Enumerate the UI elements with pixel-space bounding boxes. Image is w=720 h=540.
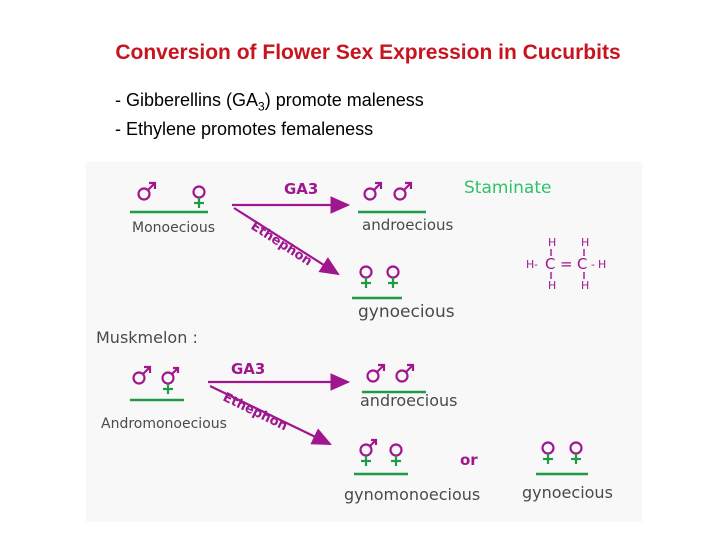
andromonoecious-label: Andromonoecious <box>101 416 227 432</box>
ethylene-h1: H <box>548 236 556 249</box>
gynoecious-bottom-group: gynoecious <box>522 441 613 502</box>
ethylene-dash2: - <box>591 258 595 271</box>
ethylene-c1: C <box>545 255 555 273</box>
ga-subscript: 3 <box>258 99 265 114</box>
ethylene-h4: H <box>581 279 589 292</box>
diagram-svg: Monoecious GA3 Ethephon androecious Stam… <box>86 162 642 522</box>
page-title: Conversion of Flower Sex Expression in C… <box>115 41 621 64</box>
androecious-label: androecious <box>362 216 454 234</box>
ethephon-arrow <box>233 207 340 276</box>
ethylene-h6: H <box>598 258 606 271</box>
gynomonoecious-label: gynomonoecious <box>344 485 480 504</box>
bullet-gibberellins-post: ) promote maleness <box>264 90 424 110</box>
ethylene-dash1: - <box>534 258 538 271</box>
ethylene-c2: C <box>577 255 587 273</box>
sex-expression-diagram: Monoecious GA3 Ethephon androecious Stam… <box>86 162 642 522</box>
bullet-gibberellins: - Gibberellins (GA3) promote maleness <box>115 90 424 114</box>
andromonoecious-group: Andromonoecious <box>101 365 227 432</box>
ga3-label: GA3 <box>284 180 318 198</box>
monoecious-group: Monoecious <box>130 181 215 236</box>
ethylene-h5: H <box>526 258 534 271</box>
staminate-label: Staminate <box>464 178 551 198</box>
ethylene-h2: H <box>581 236 589 249</box>
muskmelon-label: Muskmelon : <box>96 328 198 347</box>
gynomonoecious-group: gynomonoecious <box>344 438 480 504</box>
androecious-top-group: androecious <box>358 181 454 234</box>
ethylene-structure: H H H H H - C = C - H <box>526 236 606 292</box>
ga3-label-2: GA3 <box>231 360 265 378</box>
androecious-label-2: androecious <box>360 391 457 410</box>
ethephon-arrow-2 <box>209 385 332 445</box>
ethylene-h3: H <box>548 279 556 292</box>
or-label: or <box>460 451 478 469</box>
gynoecious-top-group: gynoecious <box>352 265 455 322</box>
gynoecious-label-2: gynoecious <box>522 483 613 502</box>
bullet-gibberellins-pre: - Gibberellins (GA <box>115 90 259 110</box>
gynoecious-label: gynoecious <box>358 302 455 322</box>
bullet-ethylene: - Ethylene promotes femaleness <box>115 119 374 139</box>
androecious-bottom-group: androecious <box>360 363 457 410</box>
monoecious-label: Monoecious <box>132 220 215 236</box>
ethylene-double-bond: = <box>560 255 573 273</box>
